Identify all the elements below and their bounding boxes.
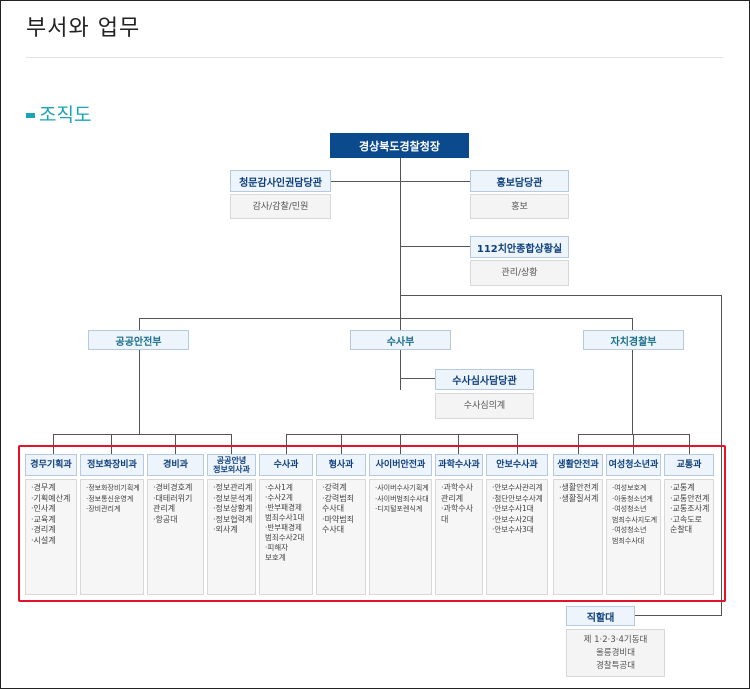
connector	[111, 434, 112, 454]
dept-forensic: 과학수사과	[435, 454, 483, 476]
situation-room-box: 112치안종합상황실	[470, 236, 569, 258]
teams-public-intel: ·정보관리계 ·정보분석계 ·정보상황계 ·정보협력계 ·외사계	[207, 479, 256, 595]
review-duties-box: 수사심의계	[435, 393, 534, 419]
bureau-autonomous-police: 자치경찰부	[583, 330, 684, 350]
connector	[139, 350, 140, 434]
connector	[517, 434, 518, 454]
teams-forensic: ·과학수사 관리계 ·과학수사대	[435, 479, 483, 595]
dept-community-safety: 생활안전과	[553, 454, 603, 476]
direct-units-box: 직할대	[566, 606, 635, 626]
teams-criminal: ·강력계 ·강력범죄 수사대 ·마약범죄 수사대	[316, 479, 366, 595]
connector	[53, 434, 54, 454]
connector	[632, 350, 633, 434]
section-title: 조직도	[26, 100, 91, 127]
dept-traffic: 교통과	[664, 454, 714, 476]
connector	[458, 434, 459, 454]
dept-investigation: 수사과	[259, 454, 313, 476]
teams-management-planning: ·경무계 ·기획예산계 ·인사계 ·교육계 ·경리계 ·시설계	[25, 479, 77, 595]
teams-women-youth: ·여성보호계 ·아동청소년계 ·여성청소년 범죄수사지도계 ·여성청소년 범죄수…	[606, 479, 661, 595]
teams-national-security: ·안보수사관리계 ·첨단안보수사계 ·안보수사1대 ·안보수사2대 ·안보수사3…	[486, 479, 548, 595]
dept-criminal: 형사과	[316, 454, 366, 476]
teams-it-equipment: ·정보화장비기획계 ·정보통신운영계 ·장비관리계	[80, 479, 144, 595]
connector	[635, 615, 722, 616]
connector	[231, 434, 232, 454]
teams-cyber-safety: ·사이버수사기획계 ·사이버범죄수사대 ·디지털포렌식계	[369, 479, 432, 595]
page-title: 부서와 업무	[26, 16, 141, 41]
dept-management-planning: 경무기획과	[25, 454, 77, 476]
dept-it-equipment: 정보화장비과	[80, 454, 144, 476]
pr-duties-box: 홍보	[470, 194, 569, 219]
dept-security: 경비과	[147, 454, 204, 476]
connector	[400, 434, 401, 454]
section-title-text: 조직도	[39, 104, 92, 126]
connector	[721, 295, 722, 616]
connector	[139, 318, 140, 330]
connector	[689, 434, 690, 454]
section-bar-icon	[26, 113, 35, 118]
connector	[400, 246, 470, 247]
dept-cyber-safety: 사이버안전과	[369, 454, 432, 476]
teams-security: ·경비경호계 ·대테러위기 관리계 ·항공대	[147, 479, 204, 595]
connector	[400, 295, 722, 296]
connector	[53, 434, 231, 435]
inspection-office-box: 청문감사인권담당관	[230, 170, 331, 192]
bureau-public-safety: 공공안전부	[88, 330, 189, 350]
inspection-duties-box: 감사/감찰/민원	[230, 194, 331, 219]
title-divider	[26, 57, 723, 58]
connector	[286, 434, 517, 435]
connector	[286, 434, 287, 454]
connector	[175, 434, 176, 454]
situation-duties-box: 관리/상황	[470, 260, 569, 286]
teams-community-safety: ·생활안전계 ·생활질서계	[553, 479, 603, 595]
bureau-investigation: 수사부	[350, 330, 451, 350]
connector	[632, 318, 633, 330]
highlight-frame	[18, 445, 726, 602]
connector	[578, 434, 579, 454]
commissioner-box: 경상북도경찰청장	[330, 133, 469, 158]
connector	[633, 434, 634, 454]
dept-national-security: 안보수사과	[486, 454, 548, 476]
pr-office-box: 홍보담당관	[470, 170, 569, 192]
dept-public-intel: 공공안녕 정보외사과	[207, 454, 256, 476]
teams-investigation: ·수사1계 ·수사2계 ·반부패경제 범죄수사1대 ·반부패경제 범죄수사2대 …	[259, 479, 313, 595]
connector	[341, 434, 342, 454]
connector	[330, 181, 470, 182]
connector	[400, 158, 401, 390]
connector	[400, 378, 435, 379]
review-office-box: 수사심사담당관	[435, 369, 534, 390]
dept-women-youth: 여성청소년과	[606, 454, 661, 476]
direct-units-list: 제 1·2·3·4기동대 울릉경비대 경찰특공대	[566, 629, 665, 677]
connector	[139, 318, 633, 319]
teams-traffic: ·교통계 ·교통안전계 ·교통조사계 ·고속도로 순찰대	[664, 479, 714, 595]
